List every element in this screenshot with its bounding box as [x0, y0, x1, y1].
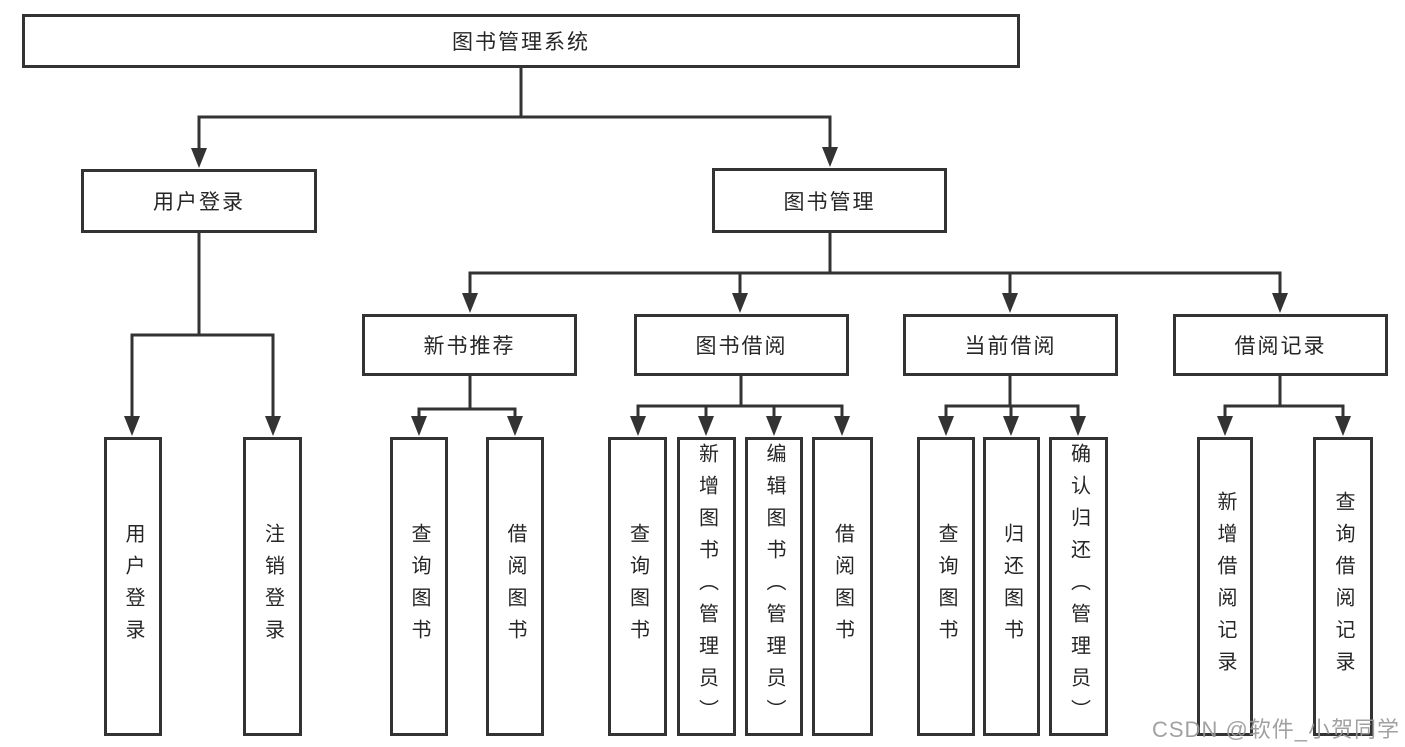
node-label: 查询图书 [935, 522, 957, 651]
leaf-logout: 注销登录 [243, 437, 302, 736]
node-user-login: 用户登录 [81, 169, 317, 233]
leaf-add-books-admin: 新增图书（管理员） [677, 437, 736, 736]
node-label: 新增借阅记录 [1214, 490, 1236, 683]
node-new-book-recommend: 新书推荐 [362, 314, 577, 376]
node-current-borrowing: 当前借阅 [903, 314, 1118, 376]
leaf-user-login: 用户登录 [104, 437, 162, 736]
leaf-return-books: 归还图书 [983, 437, 1040, 736]
leaf-query-books-recommend: 查询图书 [390, 437, 448, 736]
node-root-book-management-system: 图书管理系统 [22, 14, 1020, 68]
node-label: 查询图书 [626, 522, 649, 651]
node-label: 用户登录 [122, 522, 144, 651]
node-label: 新书推荐 [423, 335, 516, 358]
leaf-edit-books-admin: 编辑图书（管理员） [745, 437, 803, 736]
node-label: 注销登录 [261, 522, 284, 651]
node-label: 用户登录 [153, 191, 245, 214]
csdn-watermark: CSDN @软件_小贺同学 [1152, 717, 1401, 742]
node-label: 借阅图书 [504, 522, 526, 651]
node-label: 图书管理 [783, 190, 876, 214]
node-label: 借阅记录 [1234, 335, 1327, 358]
node-label: 图书管理系统 [452, 31, 590, 54]
leaf-confirm-return-admin: 确认归还（管理员） [1049, 437, 1108, 736]
node-borrowing-records: 借阅记录 [1173, 314, 1388, 376]
node-label: 确认归还（管理员） [1067, 442, 1090, 731]
leaf-query-books-current: 查询图书 [917, 437, 975, 736]
node-label: 图书借阅 [695, 335, 788, 358]
node-label: 新增图书（管理员） [695, 442, 718, 731]
leaf-borrow-books-recommend: 借阅图书 [486, 437, 544, 736]
leaf-query-borrow-record: 查询借阅记录 [1313, 437, 1373, 736]
node-book-management: 图书管理 [712, 168, 947, 233]
leaf-add-borrow-record: 新增借阅记录 [1197, 437, 1253, 736]
leaf-query-books-borrowing: 查询图书 [608, 437, 667, 736]
node-label: 查询借阅记录 [1332, 490, 1354, 683]
leaf-borrow-books: 借阅图书 [812, 437, 873, 736]
node-label: 编辑图书（管理员） [763, 442, 785, 731]
node-label: 归还图书 [1000, 522, 1023, 651]
node-book-borrowing: 图书借阅 [634, 314, 849, 376]
node-label: 借阅图书 [831, 522, 854, 651]
node-label: 查询图书 [408, 522, 430, 651]
node-label: 当前借阅 [964, 335, 1057, 358]
